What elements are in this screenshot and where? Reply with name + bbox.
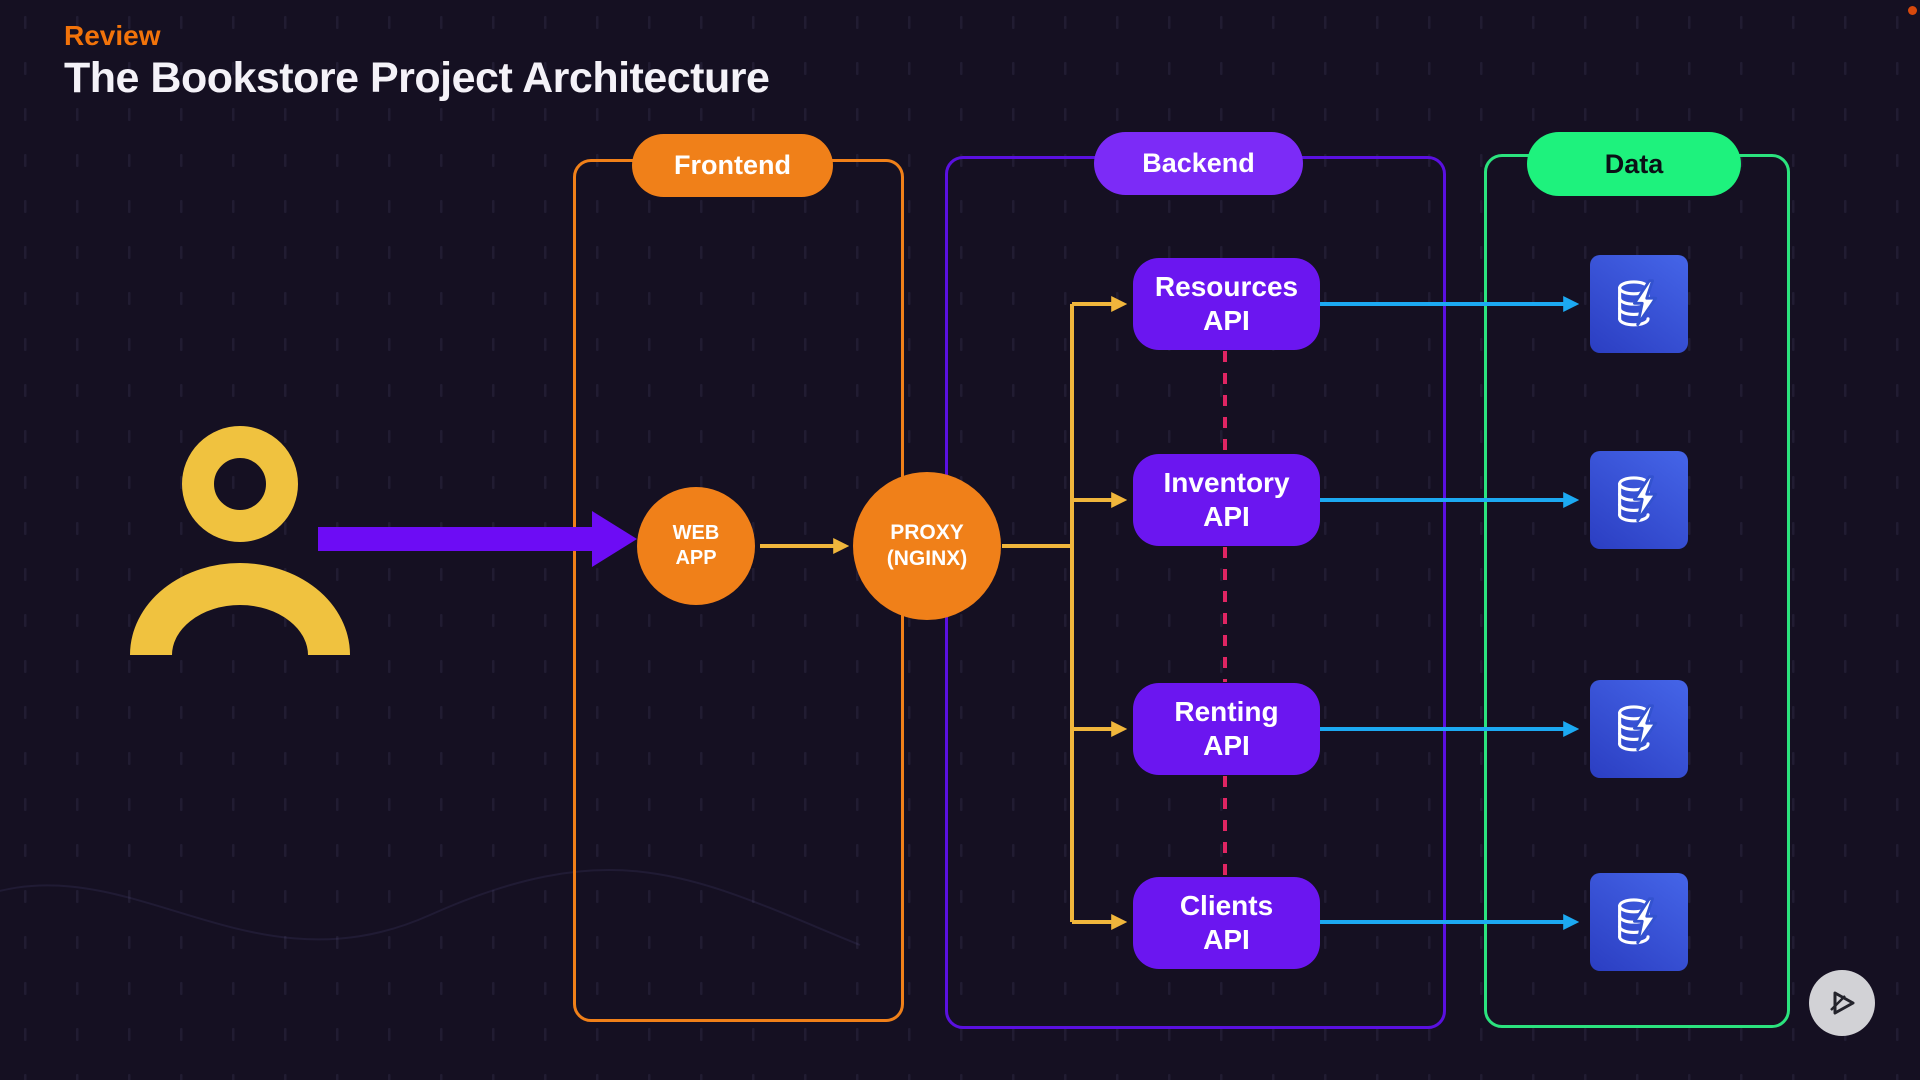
- inventory-api-label: Inventory: [1163, 467, 1290, 499]
- resources-api-node: Resources API: [1133, 258, 1320, 350]
- renting-api-sublabel: API: [1203, 730, 1250, 761]
- presenter-logo: [1809, 970, 1875, 1036]
- inventory-api-sublabel: API: [1203, 501, 1250, 532]
- database-tile: [1590, 255, 1688, 353]
- proxy-label-line2: (NGINX): [886, 547, 968, 570]
- inventory-api-node: Inventory API: [1133, 454, 1320, 546]
- database-bolt-icon: [1608, 273, 1670, 335]
- play-logo-icon: [1830, 991, 1855, 1015]
- proxy-label-line1: PROXY: [890, 520, 964, 544]
- database-tile: [1590, 680, 1688, 778]
- clients-api-node: Clients API: [1133, 877, 1320, 969]
- corner-dot: [1908, 6, 1917, 15]
- frontend-section-box: [573, 159, 904, 1022]
- database-tile: [1590, 451, 1688, 549]
- clients-api-sublabel: API: [1203, 924, 1250, 955]
- page-title: The Bookstore Project Architecture: [64, 54, 770, 102]
- web-app-node: WEB APP: [637, 487, 755, 605]
- web-app-label-line2: APP: [675, 547, 717, 569]
- frontend-section-label: Frontend: [632, 134, 833, 197]
- database-tile: [1590, 873, 1688, 971]
- proxy-node: PROXY (NGINX): [853, 472, 1001, 620]
- resources-api-label: Resources: [1154, 271, 1299, 303]
- web-app-label-line1: WEB: [672, 522, 720, 544]
- database-bolt-icon: [1608, 891, 1670, 953]
- kicker-label: Review: [64, 20, 161, 51]
- backend-section-label: Backend: [1094, 132, 1303, 195]
- database-bolt-icon: [1608, 469, 1670, 531]
- database-bolt-icon: [1608, 698, 1670, 760]
- renting-api-label: Renting: [1174, 696, 1279, 728]
- data-section-label: Data: [1527, 132, 1741, 196]
- resources-api-sublabel: API: [1203, 305, 1250, 336]
- renting-api-node: Renting API: [1133, 683, 1320, 775]
- clients-api-label: Clients: [1179, 890, 1274, 922]
